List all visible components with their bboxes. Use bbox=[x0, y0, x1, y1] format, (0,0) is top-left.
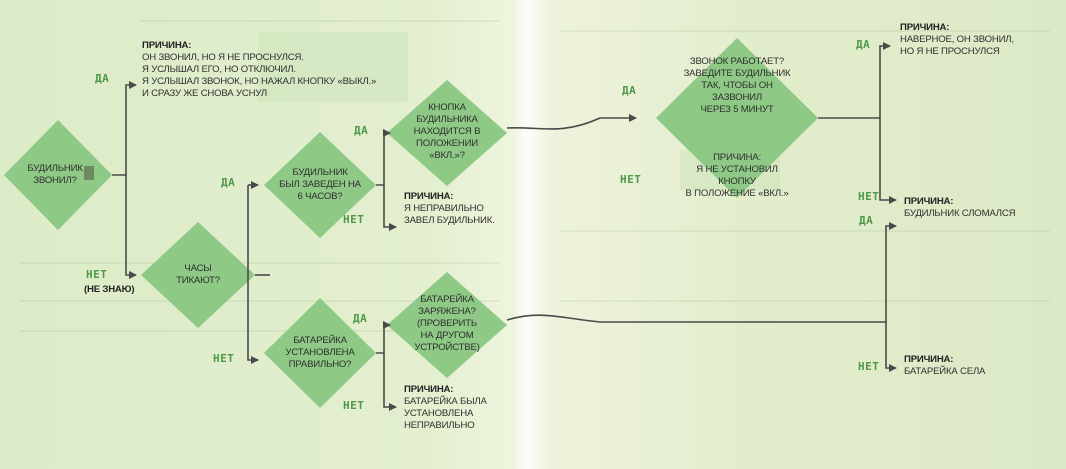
page-texture bbox=[20, 262, 500, 264]
book-gutter bbox=[514, 0, 540, 469]
label-yes: ДА bbox=[856, 38, 871, 51]
page-texture bbox=[140, 20, 500, 22]
label-yes: ДА bbox=[354, 124, 369, 137]
diamond-clock-ticking bbox=[141, 222, 255, 328]
page-texture bbox=[560, 30, 1050, 32]
label-yes: ДА bbox=[221, 176, 236, 189]
label-yes: ДА bbox=[95, 72, 110, 85]
page-texture bbox=[20, 330, 500, 332]
label-yes: ДА bbox=[353, 312, 368, 325]
label-yes: ДА bbox=[859, 214, 874, 227]
diamond-alarm-rang bbox=[4, 120, 112, 230]
label-dont-know: (НЕ ЗНАЮ) bbox=[84, 284, 135, 295]
label-no: НЕТ bbox=[86, 268, 108, 281]
diamond-bell-works bbox=[656, 38, 818, 198]
marker-blot bbox=[84, 166, 94, 180]
label-no: НЕТ bbox=[858, 190, 880, 203]
label-no: НЕТ bbox=[343, 399, 365, 412]
label-no: НЕТ bbox=[620, 173, 642, 186]
page-texture bbox=[258, 32, 408, 102]
page-texture bbox=[20, 300, 500, 302]
label-no: НЕТ bbox=[343, 213, 365, 226]
label-no: НЕТ bbox=[858, 360, 880, 373]
cause-probably-rang: ПРИЧИНА: НАВЕРНОЕ, ОН ЗВОНИЛ,НО Я НЕ ПРО… bbox=[900, 22, 1014, 57]
page-texture bbox=[560, 230, 1050, 232]
diamond-battery-charged bbox=[387, 272, 507, 378]
label-no: НЕТ bbox=[213, 352, 235, 365]
diamond-battery-installed bbox=[264, 298, 376, 408]
diamond-button-on bbox=[387, 80, 507, 186]
cause-alarm-broken: ПРИЧИНА: БУДИЛЬНИК СЛОМАЛСЯ bbox=[904, 196, 1016, 219]
connector-lines bbox=[112, 42, 897, 411]
cause-rang-not-woke: ПРИЧИНА: ОН ЗВОНИЛ, НО Я НЕ ПРОСНУЛСЯ.Я … bbox=[142, 40, 377, 99]
page-texture bbox=[560, 300, 1050, 302]
diamond-alarm-set bbox=[264, 132, 376, 238]
cause-battery-dead: ПРИЧИНА: БАТАРЕЙКА СЕЛА bbox=[904, 354, 986, 377]
decision-diamonds bbox=[4, 38, 818, 408]
label-yes: ДА bbox=[622, 84, 637, 97]
